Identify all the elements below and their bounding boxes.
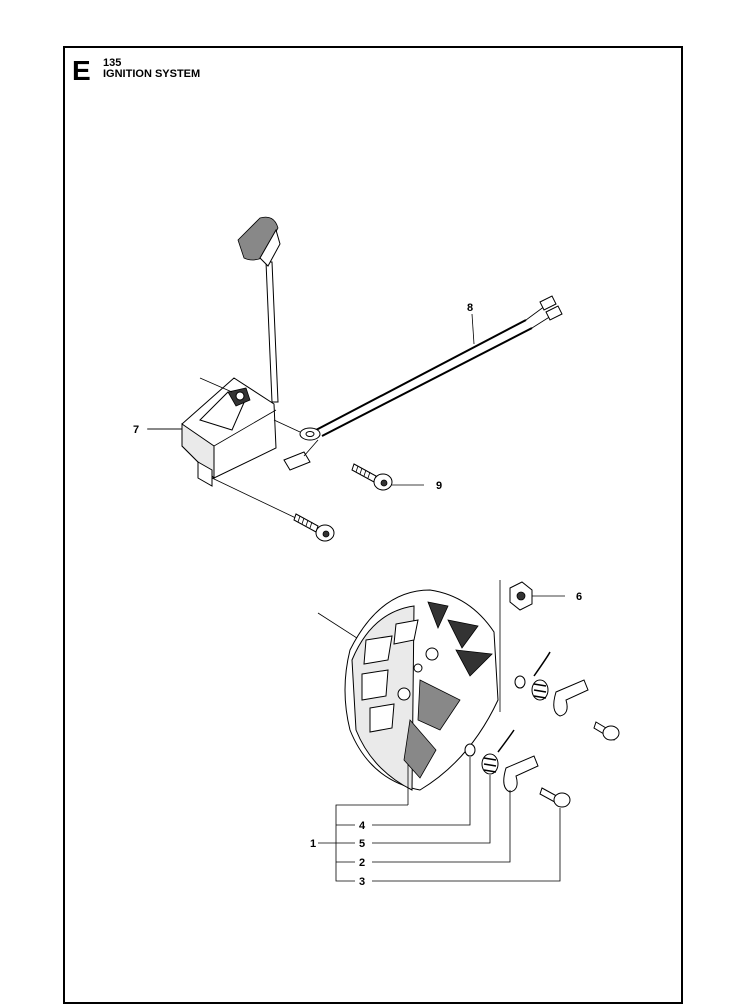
- callout-4: 4: [359, 820, 366, 832]
- ignition-module: [147, 216, 301, 521]
- page-title: IGNITION SYSTEM: [103, 68, 201, 80]
- module-screw: [293, 513, 335, 542]
- model-number: 135: [103, 57, 122, 69]
- section-letter: E: [72, 55, 91, 86]
- callout-lines: [148, 428, 561, 882]
- callout-2: 2: [359, 857, 365, 869]
- callout-1: 1: [310, 838, 316, 850]
- cable-screw: [351, 463, 424, 491]
- short-circuit-cable: [283, 295, 563, 471]
- callout-9: 9: [436, 480, 442, 492]
- callout-6: 6: [576, 591, 582, 603]
- upper-pawl-set: [514, 651, 620, 741]
- callout-labels: 1 2 3 4 5 6 7 8 9: [133, 302, 582, 888]
- callout-7: 7: [133, 424, 139, 436]
- callout-3: 3: [359, 876, 365, 888]
- lower-pawl-set: [464, 729, 571, 808]
- flywheel-nut: [509, 581, 565, 611]
- page-frame: [63, 46, 683, 1004]
- flywheel: [317, 580, 501, 805]
- callout-5: 5: [359, 838, 365, 850]
- callout-8: 8: [467, 302, 473, 314]
